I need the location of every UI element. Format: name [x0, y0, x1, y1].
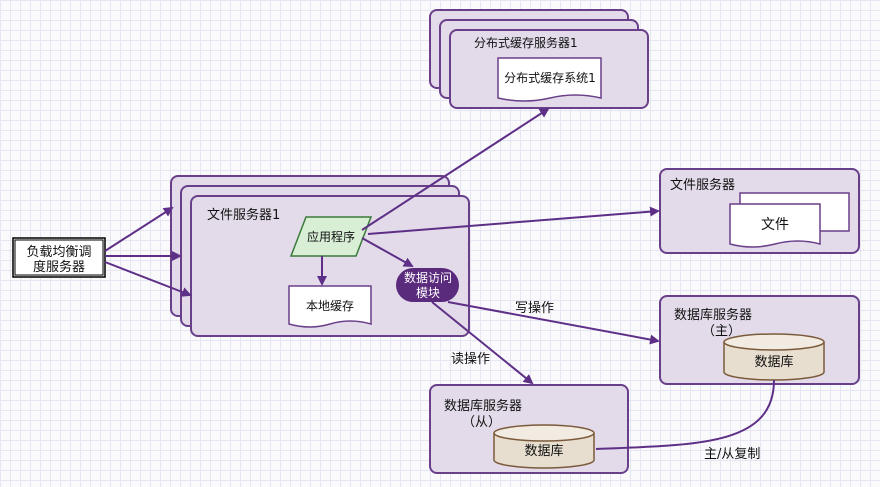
db-slave-title: 数据库服务器 [444, 398, 522, 414]
file-server-right-title: 文件服务器 [670, 177, 735, 193]
edges [104, 107, 775, 450]
distributed-cache-title: 分布式缓存服务器1 [474, 35, 578, 50]
edge-write-label: 写操作 [515, 300, 554, 316]
db-master-db-label: 数据库 [754, 354, 793, 370]
db-master-node: 数据库服务器 （主） 数据库 [659, 295, 860, 385]
edge-read [431, 301, 534, 385]
db-access-module-label-line2: 模块 [416, 286, 440, 300]
file-server-node: 文件服务器 文件 [659, 168, 860, 254]
db-access-module-label-line1: 数据访问 [404, 270, 452, 285]
distributed-cache-system-node [497, 57, 602, 102]
edge-app-to-distributed-cache [361, 107, 550, 231]
edge-lb-to-fs1 [104, 206, 174, 252]
db-slave-db-label: 数据库 [524, 443, 563, 459]
distributed-cache-cluster: 分布式缓存服务器1 分布式缓存系统1 [429, 9, 649, 109]
db-master-role: （主） [702, 324, 741, 339]
edge-replication-label: 主/从复制 [704, 447, 760, 462]
application-label: 应用程序 [307, 229, 355, 244]
edge-replication [595, 379, 775, 450]
local-cache-label: 本地缓存 [306, 299, 354, 313]
edge-read-label: 读操作 [451, 351, 490, 367]
load-balancer-node: 负载均衡调 度服务器 [12, 237, 106, 278]
edge-write [447, 301, 660, 345]
db-slave-cylinder-top [493, 424, 595, 442]
file-doc-label: 文件 [761, 217, 789, 233]
db-slave-role: （从） [462, 415, 501, 430]
edge-lb-to-fs3 [104, 261, 192, 297]
db-master-title: 数据库服务器 [674, 307, 752, 323]
distributed-cache-system-label: 分布式缓存系统1 [504, 71, 596, 85]
load-balancer-inner [14, 239, 104, 276]
db-slave-node: 数据库服务器 （从） 数据库 [429, 384, 629, 474]
local-cache-node [288, 285, 372, 328]
edge-app-to-module [361, 237, 414, 267]
edge-app-to-file-server [367, 206, 660, 235]
db-master-cylinder-body [723, 342, 825, 381]
db-slave-cylinder-body [493, 433, 595, 469]
db-master-cylinder-top [723, 333, 825, 351]
file-doc-node [729, 203, 821, 248]
file-server-cluster-title: 文件服务器1 [207, 207, 280, 223]
load-balancer-label-line1: 负载均衡调 [26, 245, 91, 260]
file-server-cluster: 文件服务器1 应用程序 本地缓存 数据访问 模块 [170, 175, 470, 337]
application-node [289, 216, 373, 257]
load-balancer-label-line2: 度服务器 [33, 259, 85, 275]
db-access-module-node [396, 268, 459, 302]
